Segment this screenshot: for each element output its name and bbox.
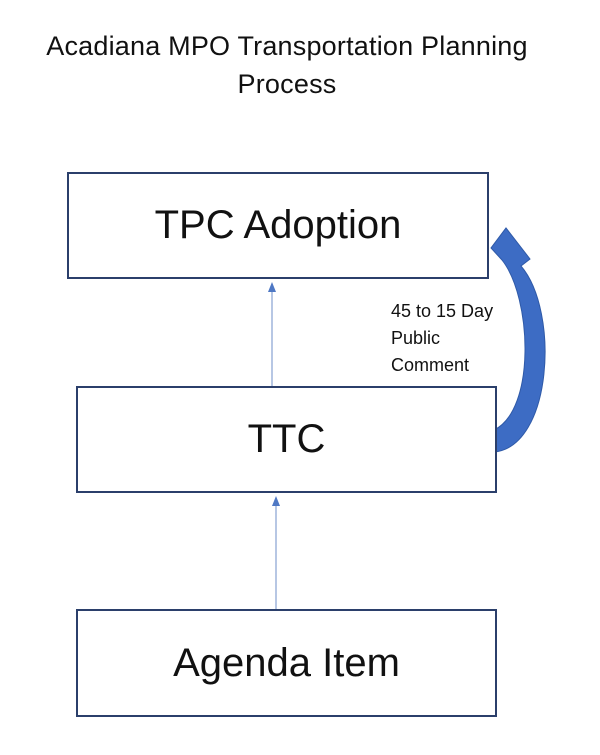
node-tpc-adoption-label: TPC Adoption [154,203,402,247]
arrow-ttc-to-tpc [268,282,276,386]
diagram-title-line2: Process [237,69,337,99]
diagram-title-line1: Acadiana MPO Transportation Planning [46,31,528,61]
arrow-agenda-to-ttc [272,496,280,609]
public-comment-line1: 45 to 15 Day [391,301,494,321]
node-ttc: TTC [76,386,497,493]
public-comment-label: 45 to 15 Day Public Comment [391,298,541,379]
node-ttc-label: TTC [247,417,326,461]
public-comment-line2: Public [391,328,441,348]
node-agenda-item: Agenda Item [76,609,497,717]
node-tpc-adoption: TPC Adoption [67,172,489,279]
diagram-title: Acadiana MPO Transportation Planning Pro… [0,27,574,103]
curved-feedback-arrow [490,227,546,453]
node-agenda-item-label: Agenda Item [173,640,400,685]
public-comment-line3: Comment [391,355,470,375]
